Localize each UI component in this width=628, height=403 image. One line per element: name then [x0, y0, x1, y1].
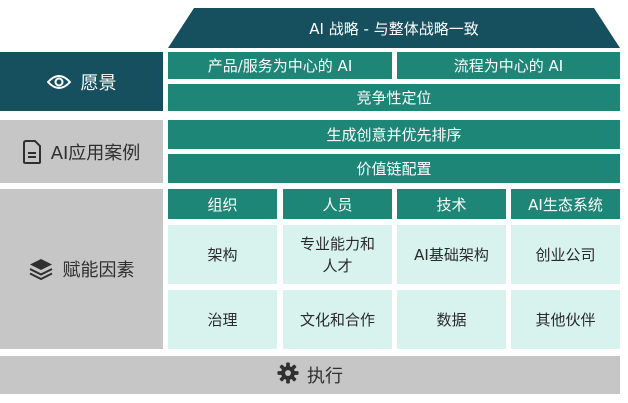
- strategy-banner: AI 战略 - 与整体战略一致: [168, 8, 620, 48]
- use-cases-section-label: AI应用案例: [0, 120, 163, 183]
- enabler-header-organization: 组织: [168, 189, 277, 219]
- execution-label: 执行: [307, 366, 343, 387]
- vision-box-competitive: 竞争性定位: [168, 84, 620, 111]
- enablers-section-label: 赋能因素: [0, 189, 163, 349]
- enabler-header-people: 人员: [283, 189, 392, 219]
- execution-bar: 执行: [0, 356, 620, 394]
- enabler-header-technology: 技术: [397, 189, 506, 219]
- vision-section-label: 愿景: [0, 52, 163, 111]
- vision-label: 愿景: [80, 72, 117, 94]
- enabler-cell-infrastructure: AI基础架构: [397, 225, 506, 284]
- use-cases-label: AI应用案例: [50, 142, 141, 164]
- vision-box-process: 流程为中心的 AI: [397, 52, 620, 79]
- eye-icon: [46, 73, 71, 91]
- enabler-header-ecosystem: AI生态系统: [511, 189, 620, 219]
- enabler-cell-governance: 治理: [168, 290, 277, 349]
- enabler-cell-startups: 创业公司: [511, 225, 620, 284]
- use-case-box-ideas: 生成创意并优先排序: [168, 120, 620, 149]
- banner-shape: [168, 8, 620, 48]
- vision-box-product: 产品/服务为中心的 AI: [168, 52, 392, 79]
- enabler-cell-data: 数据: [397, 290, 506, 349]
- use-case-box-value-chain: 价值链配置: [168, 154, 620, 183]
- gear-icon: [277, 361, 299, 389]
- enabler-cell-architecture: 架构: [168, 225, 277, 284]
- document-icon: [22, 139, 41, 164]
- enabler-cell-culture: 文化和合作: [283, 290, 392, 349]
- enablers-label: 赋能因素: [62, 260, 135, 281]
- enabler-cell-partners: 其他伙伴: [511, 290, 620, 349]
- enabler-cell-talent: 专业能力和人才: [283, 225, 392, 284]
- layers-icon: [29, 258, 53, 280]
- banner-title: AI 战略 - 与整体战略一致: [309, 19, 479, 38]
